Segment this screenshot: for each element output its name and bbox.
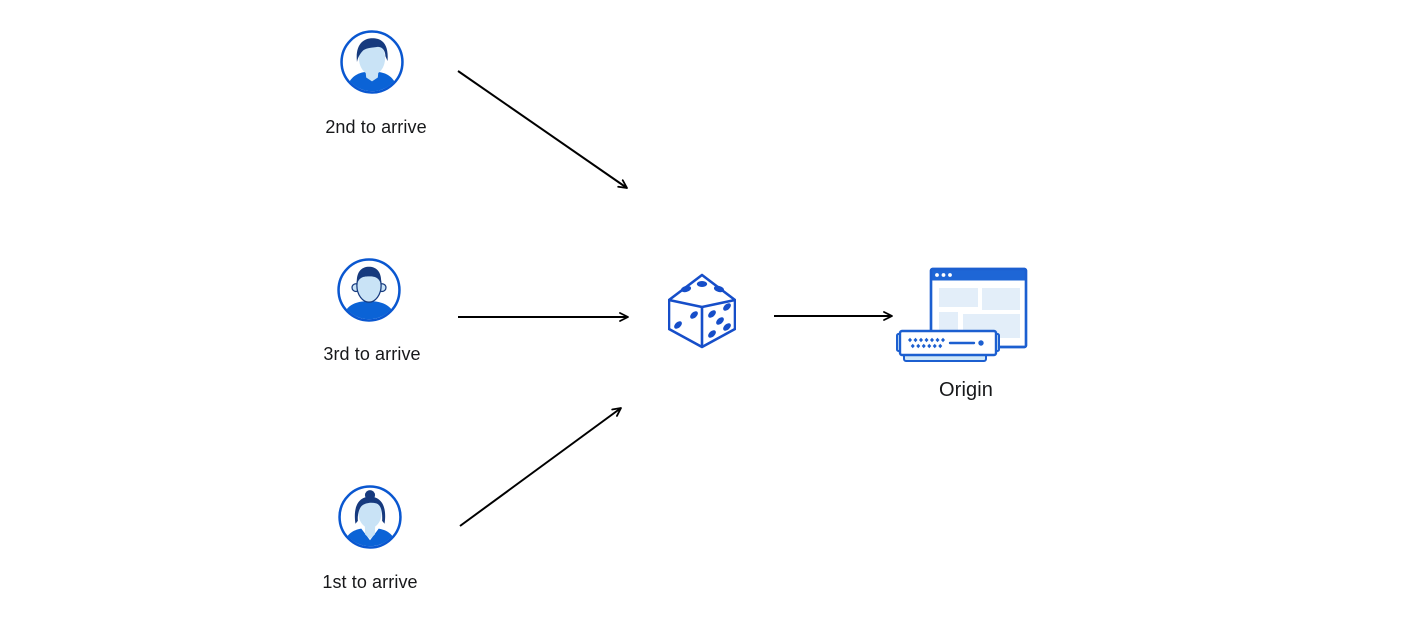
dice-icon xyxy=(668,273,736,349)
visitor3-label: 3rd to arrive xyxy=(323,344,421,364)
female-avatar-bun-icon xyxy=(338,485,402,549)
arrow-visitor1-to-dice xyxy=(459,407,622,527)
browser-window-icon xyxy=(929,267,1028,349)
male-avatar-short-hair-icon xyxy=(337,258,401,322)
origin-label: Origin xyxy=(939,379,993,401)
male-avatar-swept-hair-icon xyxy=(340,30,404,94)
browser-window-and-server-icon xyxy=(896,267,1028,362)
arrow-visitor2-to-dice xyxy=(457,70,628,189)
visitor1-label: 1st to arrive xyxy=(322,572,418,592)
server-vent-dots xyxy=(908,337,945,349)
visitor2-label: 2nd to arrive xyxy=(325,117,427,137)
server-icon xyxy=(896,329,1000,362)
